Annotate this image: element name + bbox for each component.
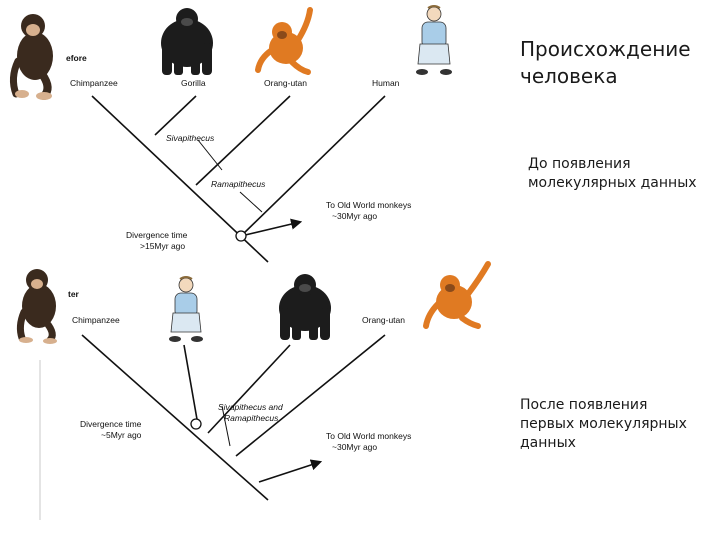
chimpanzee-icon: [16, 269, 57, 344]
pointer-sivapithecus: [197, 139, 223, 171]
fossil-label-ramapithecus: Ramapithecus: [211, 179, 266, 189]
tip-label-orangutan: Orang-utan: [362, 315, 405, 325]
tip-label-gorilla: Gorilla: [181, 78, 206, 88]
human-icon: [169, 276, 203, 342]
divergence-label-line1: Divergence time: [126, 230, 188, 240]
tip-label-orangutan: Orang-utan: [264, 78, 307, 88]
branch-human: [240, 95, 386, 237]
tip-label-chimpanzee: Chimpanzee: [72, 315, 120, 325]
divergence-node: [190, 418, 202, 430]
tip-label-chimpanzee: Chimpanzee: [70, 78, 118, 88]
pointer-fossils: [221, 405, 231, 447]
branch-orangutan: [195, 95, 291, 186]
divergence-label-line2: >15Myr ago: [140, 241, 185, 251]
human-icon: [416, 5, 452, 75]
outgroup-label-line1: To Old World monkeys: [326, 431, 411, 441]
branch-outgroup: [258, 459, 323, 483]
caption-after-molecular-data: После появления первых молекулярных данн…: [520, 397, 687, 451]
slide-title: Происхождение человека: [520, 37, 691, 88]
chimpanzee-icon: [9, 14, 53, 100]
branch-human: [183, 344, 199, 426]
branch-gorilla: [154, 95, 197, 136]
caption-before-molecular-data: До появления молекулярных данных: [528, 156, 697, 191]
gorilla-icon: [161, 8, 213, 75]
branch-chimpanzee: [81, 334, 269, 501]
gorilla-icon: [279, 274, 331, 340]
divergence-node: [235, 230, 247, 242]
branch-gorilla: [207, 344, 291, 434]
orangutan-icon: [423, 261, 491, 329]
branch-orangutan: [235, 334, 386, 457]
tree-after: ter Chimpanzee Orang-utan Sivapithecus a…: [68, 289, 411, 501]
tree-before: efore Chimpanzee Gorilla Orang-utan Huma…: [66, 53, 411, 263]
branch-outgroup: [240, 218, 303, 237]
fossil-label-line2: Ramapithecus: [224, 413, 279, 423]
outgroup-label-line1: To Old World monkeys: [326, 200, 411, 210]
fossil-label-sivapithecus: Sivapithecus: [166, 133, 215, 143]
pointer-ramapithecus: [239, 191, 263, 213]
outgroup-label-line2: ~30Myr ago: [332, 442, 377, 452]
fossil-label-line1: Sivapithecus and: [218, 402, 283, 412]
orangutan-icon: [255, 7, 313, 75]
tip-label-human: Human: [372, 78, 400, 88]
divergence-label-line1: Divergence time: [80, 419, 142, 429]
header-fragment: efore: [66, 53, 87, 63]
divergence-label-line2: ~5Myr ago: [101, 430, 142, 440]
outgroup-label-line2: ~30Myr ago: [332, 211, 377, 221]
header-fragment: ter: [68, 289, 80, 299]
